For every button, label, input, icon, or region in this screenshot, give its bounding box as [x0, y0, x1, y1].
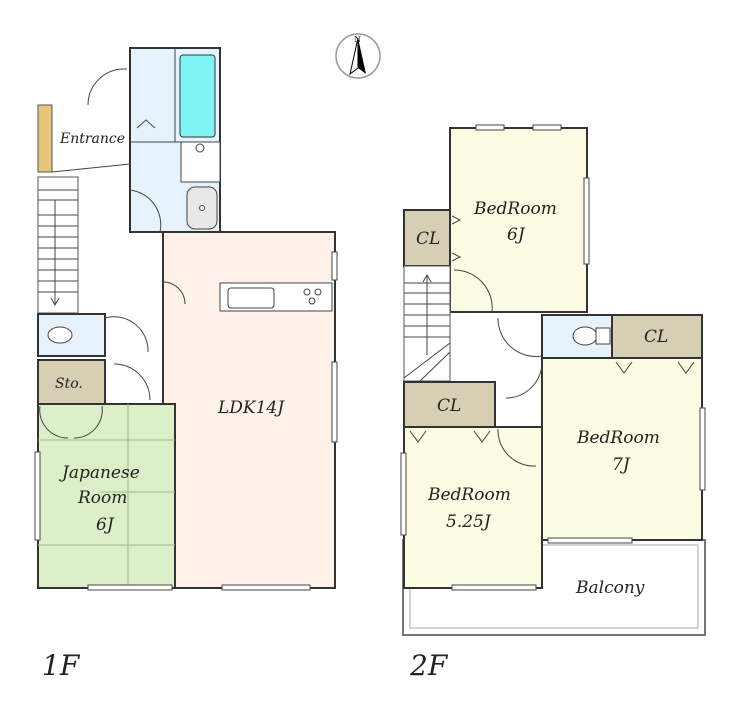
closet-2-label: CL	[644, 327, 668, 347]
bedroom-6j	[449, 127, 588, 313]
japanese-room-label: Japanese	[59, 463, 140, 483]
closet-1	[403, 209, 451, 267]
balcony-label: Balcony	[575, 578, 645, 598]
ldk-label: LDK14J	[217, 398, 285, 418]
washer-space	[180, 141, 221, 183]
bedroom-5-25j-size: 5.25J	[446, 512, 492, 532]
bedroom-7j-label: BedRoom	[576, 428, 660, 448]
bedroom-6j-size: 6J	[507, 225, 526, 245]
japanese-room	[37, 403, 176, 589]
japanese-room-size: 6J	[96, 515, 115, 535]
japanese-room-label-2: Room	[77, 488, 127, 508]
floor-2f: Balcony BedRoom 6J CL CL BedRoom 7J CL	[400, 124, 706, 682]
floor-1f: Entrance Sto. Japanese Room 6J LDK14J	[34, 47, 338, 682]
bedroom-7j-size: 7J	[612, 455, 631, 475]
bedroom-6j-label: BedRoom	[473, 199, 557, 219]
compass-north-label: N	[354, 35, 361, 44]
entrance-label: Entrance	[59, 131, 125, 147]
staircase-1f	[37, 176, 79, 314]
floor-label-1f: 1F	[42, 649, 81, 682]
bathtub	[179, 54, 216, 138]
bedroom-7j	[541, 357, 703, 541]
bedroom-5-25j-label: BedRoom	[427, 485, 511, 505]
storage-room	[37, 359, 106, 405]
closet-2	[611, 314, 703, 359]
closet-1-label: CL	[416, 229, 440, 249]
staircase-2f	[403, 265, 451, 382]
closet-3-label: CL	[437, 396, 461, 416]
floor-label-2f: 2F	[409, 649, 449, 682]
storage-label: Sto.	[55, 376, 83, 392]
compass-icon: N	[335, 33, 381, 79]
kitchen-counter	[219, 282, 333, 312]
entrance-step	[37, 104, 53, 173]
bedroom-5-25j	[403, 426, 543, 589]
closet-3	[403, 381, 496, 428]
